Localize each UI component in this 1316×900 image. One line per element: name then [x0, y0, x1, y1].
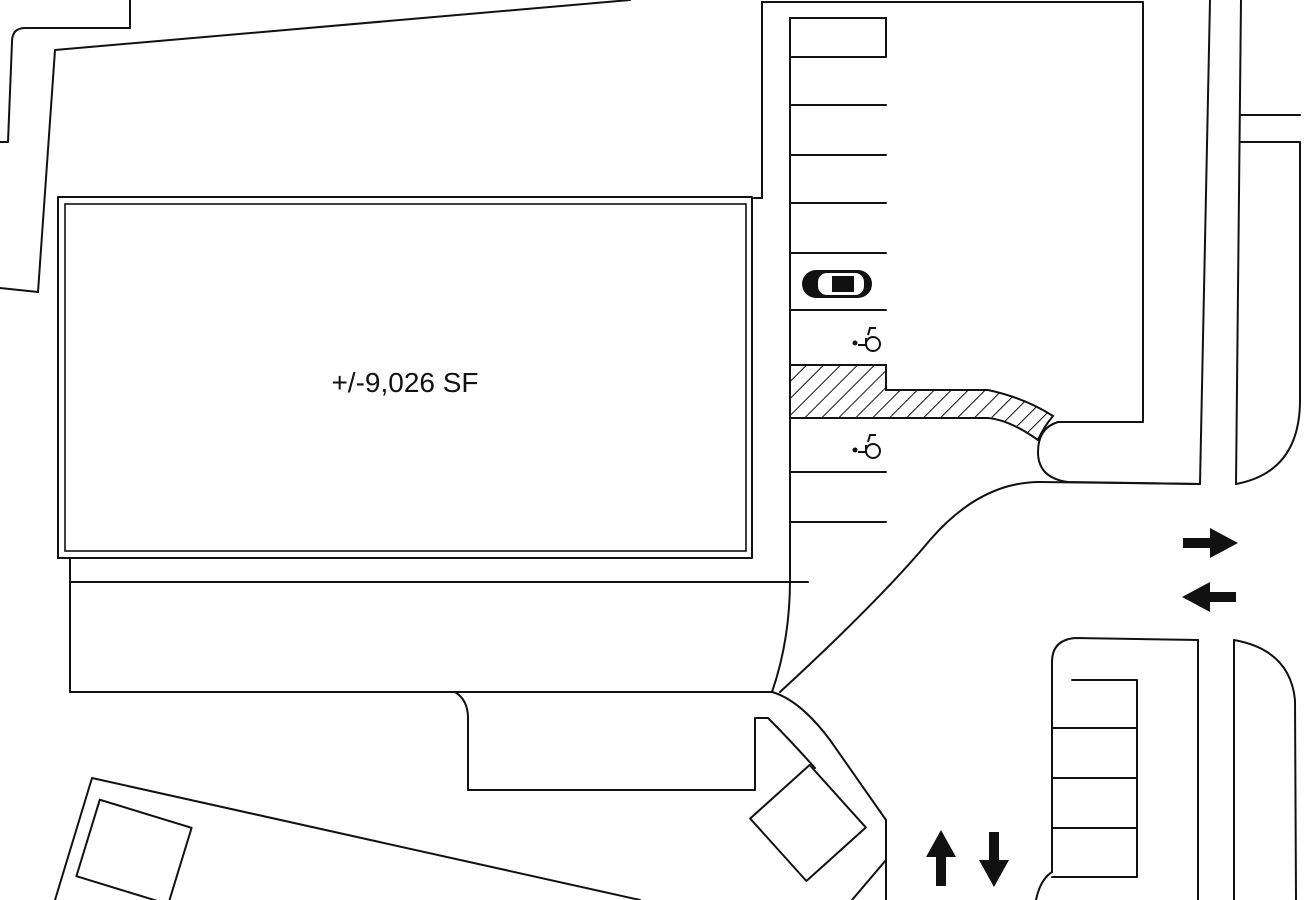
arrow-left-icon	[1182, 582, 1236, 612]
building-area-label: +/-9,026 SF	[331, 367, 478, 398]
curb-island	[1037, 421, 1201, 485]
parking-stall-first	[789, 17, 887, 58]
car-icon	[802, 270, 872, 298]
neighbor-parcel-outline	[0, 0, 131, 143]
wheelchair-icon	[852, 327, 881, 352]
parking-stalls	[789, 17, 887, 526]
wheelchair-icon	[852, 434, 881, 459]
parking-stalls-south	[1035, 637, 1199, 900]
sidewalk-strip	[69, 557, 773, 693]
accessible-aisle-hatch	[789, 364, 1055, 442]
lower-drive-edge-inner	[851, 859, 887, 900]
loading-pad	[454, 691, 816, 791]
building-inner-wall	[64, 203, 747, 552]
south-parcel-building	[75, 798, 193, 900]
arrow-down-icon	[979, 832, 1009, 887]
street-east	[1197, 0, 1301, 900]
utility-pad	[749, 764, 867, 882]
arrow-up-icon	[926, 830, 956, 886]
arrow-right-icon	[1183, 528, 1238, 558]
drive-aisle-curve	[771, 524, 791, 693]
building-outer-wall	[57, 196, 753, 559]
lower-drive-edge	[771, 691, 887, 900]
lot-boundary	[753, 1, 1144, 423]
driveway-edge	[779, 481, 1201, 693]
neighbor-lot-outline	[0, 0, 631, 293]
south-parcel-outline	[54, 777, 641, 900]
